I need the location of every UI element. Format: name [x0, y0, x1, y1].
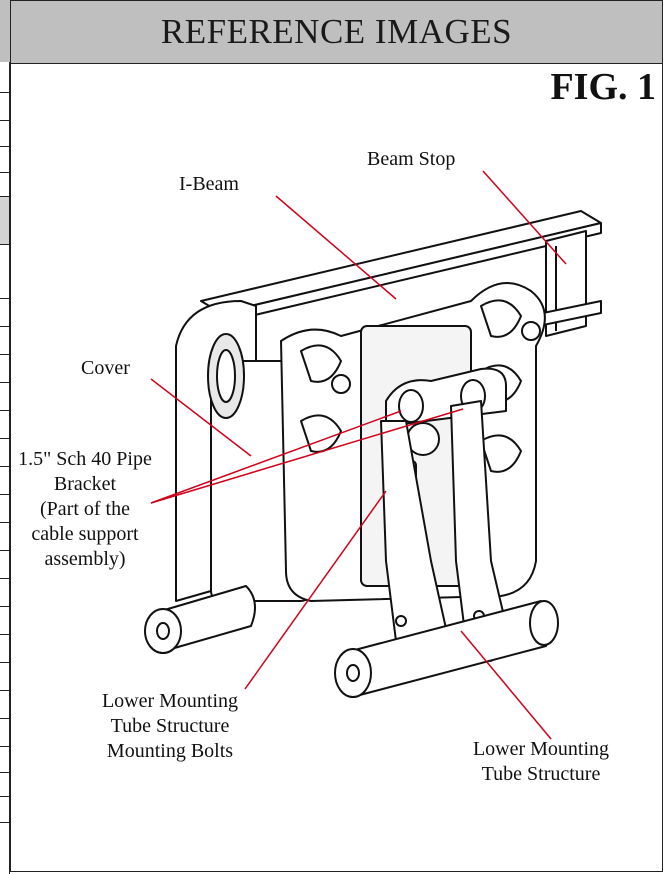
table-rule — [0, 92, 10, 93]
callout-pipe-bracket-line: Bracket — [53, 473, 117, 495]
table-rule — [0, 606, 10, 607]
plate-cutout — [480, 299, 522, 338]
arm-hole — [395, 615, 407, 627]
left-highlight-block — [0, 196, 10, 244]
leader-pipe-bracket-left — [150, 410, 402, 504]
leader-i-beam — [275, 195, 397, 300]
wheel-pin — [521, 321, 541, 341]
drive-gear-hub — [216, 349, 236, 403]
pipe-opening-left — [398, 389, 424, 423]
table-rule — [0, 410, 10, 411]
front-tube — [350, 600, 551, 697]
table-rule — [0, 244, 10, 245]
callout-cover: Cover — [81, 357, 130, 379]
plate-cutout — [300, 344, 342, 383]
rear-tube-end-hole — [156, 622, 170, 640]
callout-lower-tube-line: Lower Mounting — [472, 738, 610, 760]
front-tube-end-hole — [346, 664, 360, 682]
callout-pipe-bracket: 1.5" Sch 40 Pipe Bracket (Part of the ca… — [5, 447, 165, 572]
table-rule — [0, 326, 10, 327]
table-rule — [0, 494, 10, 495]
table-rule — [0, 466, 10, 467]
table-rule — [0, 382, 10, 383]
table-rule — [0, 822, 10, 823]
callout-i-beam: I-Beam — [179, 173, 239, 195]
table-rule — [0, 796, 10, 797]
callout-lower-tube-line: Tube Structure — [481, 763, 601, 785]
wheel-pin — [331, 374, 351, 394]
table-rule — [0, 522, 10, 523]
table-rule — [0, 298, 10, 299]
table-rule — [0, 196, 10, 197]
leader-beam-stop — [482, 170, 567, 265]
page-title: REFERENCE IMAGES — [160, 12, 513, 51]
rear-tube — [160, 585, 256, 650]
leader-pipe-bracket-right — [150, 408, 464, 504]
table-rule — [0, 146, 10, 147]
callout-mounting-bolts-line: Lower Mounting — [101, 690, 239, 712]
figure-label: FIG. 1 — [550, 66, 656, 108]
front-tube-far-end — [529, 600, 559, 646]
table-rule — [0, 354, 10, 355]
leader-lines — [150, 170, 567, 740]
table-rule — [0, 634, 10, 635]
callout-mounting-bolts-line: Tube Structure — [110, 715, 230, 737]
table-rule — [0, 550, 10, 551]
leader-mounting-bolts — [244, 490, 387, 690]
table-rule — [0, 690, 10, 691]
table-rule — [0, 578, 10, 579]
left-header-block — [0, 0, 10, 62]
callout-lower-tube: Lower Mounting Tube Structure — [456, 737, 626, 787]
table-rule — [0, 772, 10, 773]
callout-mounting-bolts-line: Mounting Bolts — [106, 740, 234, 762]
table-rule — [0, 746, 10, 747]
left-margin-strip — [0, 0, 10, 874]
callout-pipe-bracket-line: (Part of the — [40, 498, 130, 520]
trolley-assembly-drawing — [144, 170, 602, 740]
callout-pipe-bracket-line: 1.5" Sch 40 Pipe — [18, 448, 152, 470]
leader-cover — [150, 378, 252, 457]
table-rule — [0, 662, 10, 663]
i-beam-top-flange — [200, 210, 602, 314]
panel-header: REFERENCE IMAGES — [11, 1, 662, 64]
callout-pipe-bracket-line: assembly) — [44, 548, 126, 570]
callout-pipe-bracket-line: cable support — [31, 523, 139, 545]
plate-cutout — [480, 434, 522, 473]
callout-mounting-bolts: Lower Mounting Tube Structure Mounting B… — [85, 689, 255, 764]
table-rule — [0, 718, 10, 719]
reference-panel: REFERENCE IMAGES FIG. 1 — [10, 0, 663, 872]
plate-cutout — [300, 414, 342, 453]
callout-beam-stop: Beam Stop — [367, 148, 456, 170]
table-rule — [0, 438, 10, 439]
table-rule — [0, 172, 10, 173]
leader-lower-tube — [460, 630, 552, 740]
left-border-line — [9, 62, 10, 874]
table-rule — [0, 120, 10, 121]
